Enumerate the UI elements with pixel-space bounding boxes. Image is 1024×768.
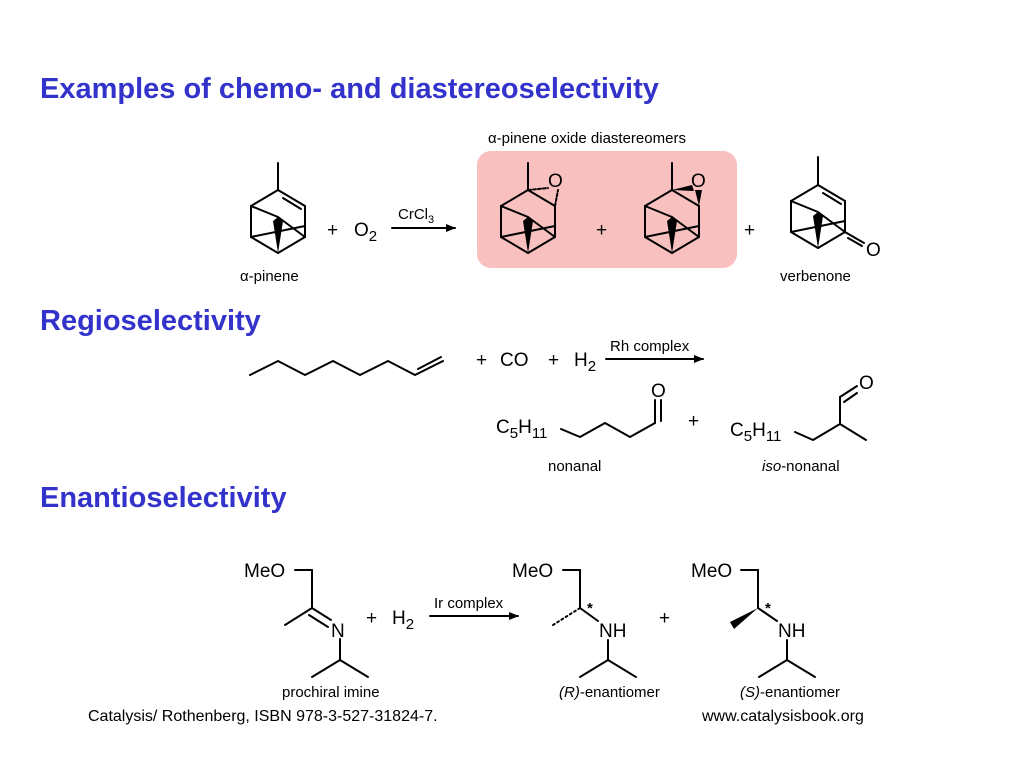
citation-text: Catalysis/ Rothenberg, ISBN 978-3-527-31… — [88, 708, 438, 725]
diastereomers-label: α-pinene oxide diastereomers — [488, 130, 686, 147]
epoxide-oxygen-2: O — [691, 171, 706, 192]
methoxy-group: MeO — [691, 561, 732, 582]
slide-title: Examples of chemo- and diastereoselectiv… — [40, 73, 659, 105]
verbenone-structure — [790, 156, 865, 249]
pinene-oxide-isomer-1 — [500, 162, 559, 254]
hydrogen: H2 — [574, 350, 596, 375]
oxygen-reagent: O2 — [354, 220, 377, 245]
stereocenter-marker: * — [587, 600, 593, 617]
nonanal-label: nonanal — [548, 458, 601, 475]
methoxy-group: MeO — [512, 561, 553, 582]
prochiral-imine-label: prochiral imine — [282, 684, 380, 701]
catalyst-label: Ir complex — [434, 595, 504, 612]
hydrogen: H2 — [392, 608, 414, 633]
amine-nh: NH — [599, 621, 626, 642]
s-enantiomer-label: (S)-enantiomer — [740, 684, 840, 701]
nonanal-chain — [560, 422, 656, 438]
scheme-enantioselectivity: MeO N prochiral imine + H2 Ir complex Me… — [244, 561, 840, 701]
nonanal-oxygen: O — [651, 381, 666, 402]
pentyl-group: C5H11 — [730, 420, 781, 445]
iso-nonanal-chain — [794, 423, 867, 441]
scheme-regioselectivity: + CO + H2 Rh complex C5H11 O nonanal + C… — [249, 338, 874, 475]
amine-nh: NH — [778, 621, 805, 642]
stereocenter-marker: * — [765, 600, 771, 617]
plus-sign: + — [366, 608, 377, 629]
s-enantiomer-structure — [730, 569, 816, 678]
pentyl-group: C5H11 — [496, 417, 547, 442]
plus-sign: + — [659, 608, 670, 629]
carbon-monoxide: CO — [500, 350, 529, 371]
iso-nonanal-label: iso-nonanal — [762, 458, 840, 475]
plus-sign: + — [548, 350, 559, 371]
r-enantiomer-structure — [552, 569, 637, 678]
verbenone-oxygen: O — [866, 240, 881, 261]
section-heading-regioselectivity: Regioselectivity — [40, 305, 261, 337]
r-enantiomer-label: (R)-enantiomer — [559, 684, 660, 701]
epoxide-oxygen-1: O — [548, 171, 563, 192]
pinene-oxide-isomer-2 — [644, 162, 702, 254]
verbenone-label: verbenone — [780, 268, 851, 285]
plus-sign: + — [476, 350, 487, 371]
catalyst-label: Rh complex — [610, 338, 690, 355]
website-link[interactable]: www.catalysisbook.org — [702, 708, 864, 725]
catalyst-label: CrCl3 — [398, 206, 434, 226]
alpha-pinene-label: α-pinene — [240, 268, 299, 285]
imine-nitrogen: N — [331, 621, 345, 642]
alpha-pinene-structure — [250, 162, 306, 254]
plus-sign: + — [596, 220, 607, 241]
plus-sign: + — [744, 220, 755, 241]
1-octene-structure — [249, 360, 444, 376]
methoxy-group: MeO — [244, 561, 285, 582]
scheme-chemoselectivity: α-pinene + O2 CrCl3 α-pinene oxide diast… — [240, 130, 881, 285]
prochiral-imine-structure — [284, 569, 369, 678]
plus-sign: + — [688, 411, 699, 432]
iso-nonanal-oxygen: O — [859, 373, 874, 394]
plus-sign: + — [327, 220, 338, 241]
section-heading-enantioselectivity: Enantioselectivity — [40, 482, 287, 514]
